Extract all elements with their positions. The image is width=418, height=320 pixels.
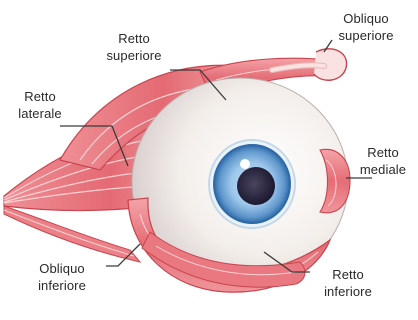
label-obliquo-inferiore: Obliquo inferiore: [20, 260, 104, 294]
pupil: [237, 167, 275, 205]
label-obliquo-inferiore-line2: inferiore: [20, 277, 104, 294]
label-retto-laterale-line2: laterale: [8, 105, 72, 122]
label-retto-superiore: Retto superiore: [96, 30, 172, 64]
label-retto-mediale: Retto mediale: [352, 144, 414, 178]
label-retto-laterale-line1: Retto: [8, 88, 72, 105]
label-retto-inferiore-line2: inferiore: [308, 283, 388, 300]
label-retto-mediale-line1: Retto: [352, 144, 414, 161]
label-retto-laterale: Retto laterale: [8, 88, 72, 122]
label-obliquo-superiore-line2: superiore: [326, 27, 406, 44]
corneal-highlight: [240, 159, 250, 169]
label-obliquo-superiore: Obliquo superiore: [326, 10, 406, 44]
label-retto-superiore-line2: superiore: [96, 47, 172, 64]
label-obliquo-inferiore-line1: Obliquo: [20, 260, 104, 277]
label-retto-superiore-line1: Retto: [96, 30, 172, 47]
label-retto-inferiore-line1: Retto: [308, 266, 388, 283]
label-retto-inferiore: Retto inferiore: [308, 266, 388, 300]
label-obliquo-superiore-line1: Obliquo: [326, 10, 406, 27]
label-retto-mediale-line2: mediale: [352, 161, 414, 178]
inferior-rectus-origin-fibers: [4, 206, 140, 262]
